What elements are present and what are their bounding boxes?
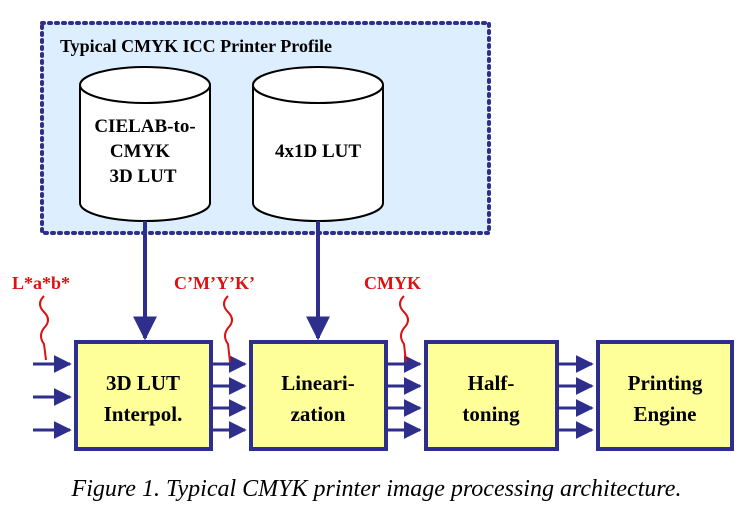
icc-profile-title: Typical CMYK ICC Printer Profile [60, 36, 332, 56]
signal-cmyk-prime: C’M’Y’K’ [174, 273, 255, 363]
lut1d-label: 4x1D LUT [275, 141, 361, 162]
block-linear-line1: Lineari- [281, 371, 355, 395]
block-linearization: Lineari- zation [249, 340, 388, 451]
block-engine-line1: Printing [628, 371, 703, 395]
signal-cmyk: CMYK [364, 273, 421, 363]
lut3d-label-line1: CIELAB-to- [94, 116, 195, 137]
figure-caption: Figure 1. Typical CMYK printer image pro… [71, 476, 682, 502]
block-printing-engine: Printing Engine [596, 340, 734, 451]
signal-cmyk-prime-label: C’M’Y’K’ [174, 273, 255, 293]
block-engine-line2: Engine [633, 402, 696, 426]
input-arrows [33, 355, 72, 439]
interp-to-linear-arrows [212, 355, 247, 439]
signal-lab: L*a*b* [12, 273, 70, 361]
block-linear-line2: zation [291, 402, 346, 426]
halftone-to-engine-arrows [559, 355, 594, 439]
signal-lab-label: L*a*b* [12, 273, 70, 293]
lut1d-cylinder: 4x1D LUT [252, 66, 384, 222]
lut3d-label-line3: 3D LUT [109, 166, 176, 187]
block-interp-line2: Interpol. [104, 402, 183, 426]
block-halftone-line1: Half- [468, 371, 515, 395]
block-3d-lut-interpol: 3D LUT Interpol. [74, 340, 213, 451]
signal-cmyk-label: CMYK [364, 273, 421, 293]
lut3d-cylinder: CIELAB-to- CMYK 3D LUT [79, 66, 211, 222]
block-halftone-line2: toning [462, 402, 520, 426]
block-halftoning: Half- toning [424, 340, 559, 451]
linear-to-halftone-arrows [387, 355, 422, 439]
block-interp-line1: 3D LUT [106, 371, 180, 395]
lut3d-label-line2: CMYK [110, 141, 170, 162]
